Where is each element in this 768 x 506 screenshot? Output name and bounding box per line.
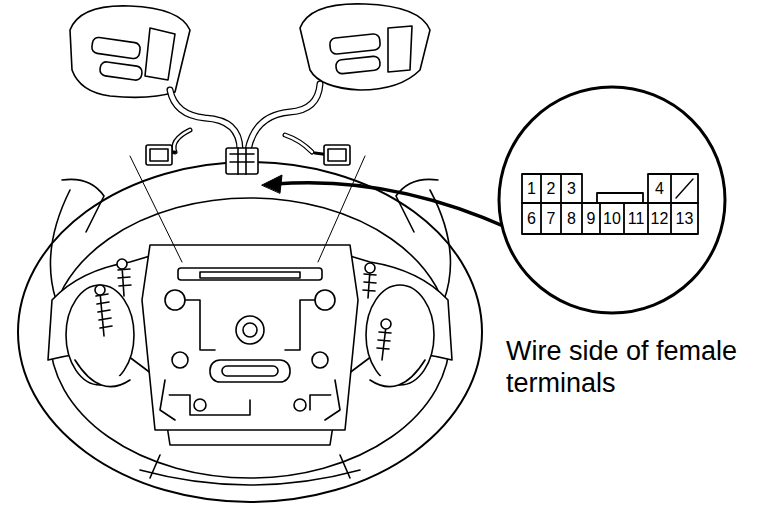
- pin-number: 8: [567, 211, 576, 227]
- pin-number: 2: [547, 181, 556, 197]
- wire-harness: [150, 84, 330, 155]
- harness-connectors: [146, 145, 350, 174]
- pin-number: 6: [527, 211, 536, 227]
- switch-panels: [70, 4, 430, 97]
- screws: [95, 259, 391, 360]
- wheel-hub: [48, 245, 452, 445]
- pointer-arrow: [262, 175, 508, 228]
- pin-number: 10: [603, 211, 621, 227]
- connector-detail: [499, 87, 725, 313]
- pin-number: 4: [655, 181, 664, 197]
- pin-number: 12: [651, 211, 669, 227]
- pin-number: 1: [527, 181, 536, 197]
- view-caption: Wire side of female terminals: [506, 336, 756, 400]
- pin-number: 3: [567, 181, 576, 197]
- pin-number: 11: [628, 211, 645, 227]
- wheel-rim: [18, 162, 482, 502]
- pin-number: 13: [676, 211, 694, 227]
- pin-number: 9: [587, 211, 596, 227]
- pin-number: 7: [547, 211, 556, 227]
